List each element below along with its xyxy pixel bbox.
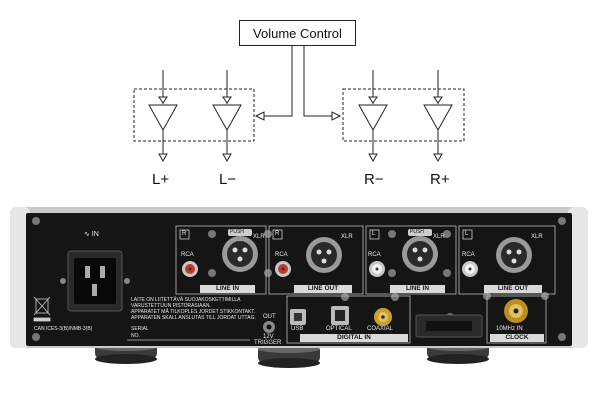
xlr-label-2: XLR [341,234,353,240]
rca-line-out-r[interactable] [275,261,291,277]
weee-bin-icon [33,296,51,322]
rca-line-in-l[interactable] [369,261,385,277]
output-label-r-plus: R+ [430,171,450,188]
trigger-12v-label: 12V [263,334,274,340]
rca-label-3: RCA [368,252,381,258]
rca-label-1: RCA [181,252,194,258]
usb-port[interactable] [290,309,306,325]
coaxial-port[interactable] [374,308,392,326]
expansion-slot [415,314,483,338]
line-out-l-strip: LINE OUT [484,285,542,293]
coaxial-label: COAXIAL [367,326,394,332]
amplifier-r-minus [358,70,388,163]
xlr-label-1: XLR [253,234,265,240]
output-label-r-minus: R− [364,171,384,188]
left-channel-group [133,88,255,142]
output-label-l-minus: L− [219,171,237,188]
trigger-label: TRIGGER [254,340,282,346]
xlr-line-out-r[interactable] [306,237,342,273]
rca-label-4: RCA [462,252,475,258]
amplifier-r-plus [423,70,453,163]
line-out-r-strip: LINE OUT [294,285,352,293]
clock-bnc-port[interactable] [504,299,528,323]
right-channel-group [342,88,465,142]
trigger-out-label: OUT [263,314,276,320]
channel-r-badge-1: R [182,231,187,237]
xlr-line-in-l[interactable] [402,229,438,272]
safety-warning-text: LAITE ON LIITETTÄVÄ SUOJAKOSKETTIMILLA V… [131,297,256,321]
volume-control-box: Volume Control [239,20,356,46]
device-rear-panel [10,207,588,368]
line-in-r-strip: LINE IN [200,285,255,293]
line-in-l-strip: LINE IN [390,285,445,293]
digital-in-strip: DIGITAL IN [300,334,408,342]
channel-r-badge-2: R [275,231,280,237]
channel-l-badge-2: L [465,231,469,237]
clock-strip: CLOCK [490,334,544,342]
usb-label: USB [291,326,304,332]
push-label-2: PUSH [410,229,424,235]
xlr-line-in-r[interactable] [222,229,258,272]
output-label-l-plus: L+ [152,171,170,188]
serial-no-label: NO. [131,333,140,339]
xlr-label-3: XLR [433,234,445,240]
xlr-label-4: XLR [531,234,543,240]
push-label-1: PUSH [230,229,244,235]
control-line-right [303,46,338,117]
clock-freq-label: 10MHz IN [496,326,523,332]
foot-center [258,345,320,368]
volume-control-label: Volume Control [253,25,342,41]
optical-label: OPTICAL [326,326,352,332]
channel-l-badge-1: L [372,231,376,237]
signal-diagram [133,46,465,163]
power-inlet [60,250,130,312]
section-lines [127,225,556,344]
rca-label-2: RCA [275,252,288,258]
serial-label: SERIAL [131,326,149,332]
control-line-left [258,46,293,117]
trigger-jack[interactable] [263,321,275,333]
rca-line-in-r[interactable] [182,261,198,277]
arrow-left-icon [254,111,265,121]
arrow-right-icon [331,111,342,121]
xlr-line-out-l[interactable] [496,237,532,273]
optical-port[interactable] [331,306,349,325]
rca-line-out-l[interactable] [462,261,478,277]
amplifier-l-plus [148,70,178,163]
amplifier-l-minus [212,70,242,163]
certification-text: CAN ICES-3(B)/NMB-3(B) [34,326,93,332]
power-in-label: ∿ IN [84,231,99,238]
